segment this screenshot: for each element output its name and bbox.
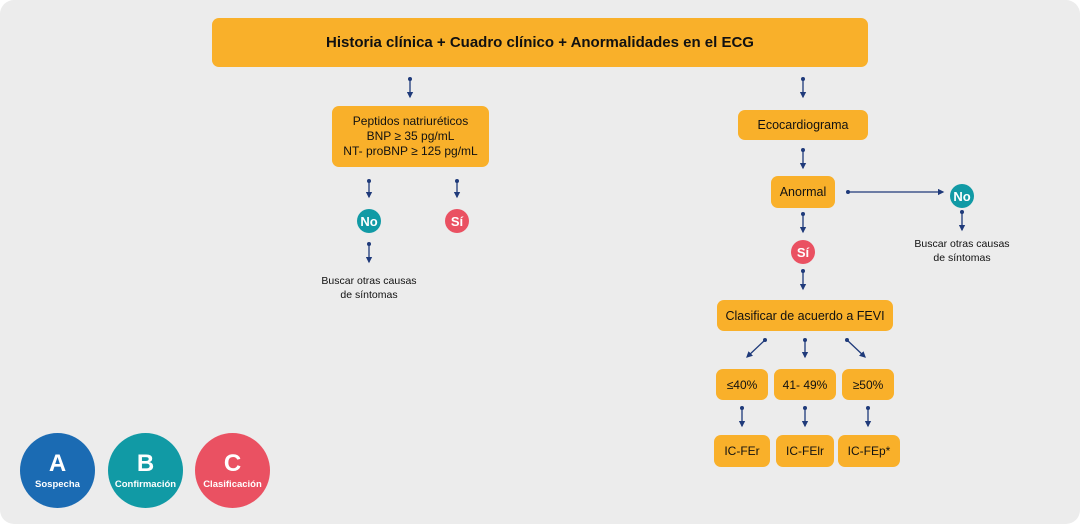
- type-box-3: IC-FEp*: [838, 435, 900, 467]
- legend-c-word: Clasificación: [203, 478, 262, 490]
- type-box-1: IC-FEr: [714, 435, 770, 467]
- arrow-right-no-to-note: [958, 210, 966, 232]
- arrow-classify-to-fevi-3: [845, 338, 866, 358]
- peptides-line-3: NT- proBNP ≥ 125 pg/mL: [343, 144, 478, 158]
- arrow-fevi-to-type-3: [864, 406, 872, 428]
- classify-box: Clasificar de acuerdo a FEVI: [717, 300, 893, 331]
- arrow-classify-to-fevi-1: [746, 338, 767, 358]
- fevi-box-1: ≤40%: [716, 369, 768, 400]
- arrow-abnormal-to-no: [846, 188, 945, 196]
- top-box: Historia clínica + Cuadro clínico + Anor…: [212, 18, 868, 67]
- peptides-line-1: Peptidos natriuréticos: [352, 114, 469, 128]
- legend-b: B Confirmación: [108, 433, 183, 508]
- left-si-circle: Sí: [445, 209, 469, 233]
- arrow-left-no-to-note: [365, 242, 373, 264]
- right-no-circle: No: [950, 184, 974, 208]
- arrow-peptides-to-no: [365, 179, 373, 199]
- legend-c: C Clasificación: [195, 433, 270, 508]
- arrow-top-to-echo: [799, 77, 807, 99]
- left-no-circle: No: [357, 209, 381, 233]
- fevi-box-3: ≥50%: [842, 369, 894, 400]
- arrow-fevi-to-type-2: [801, 406, 809, 428]
- peptides-box: Peptidos natriuréticos BNP ≥ 35 pg/mL NT…: [332, 106, 489, 167]
- arrow-fevi-to-type-1: [738, 406, 746, 428]
- arrow-si-to-classify: [799, 269, 807, 291]
- legend-b-letter: B: [136, 449, 155, 477]
- type-box-2: IC-FElr: [776, 435, 834, 467]
- right-note: Buscar otras causas de síntomas: [914, 238, 1010, 264]
- echo-box: Ecocardiograma: [738, 110, 868, 140]
- legend-c-letter: C: [223, 449, 242, 477]
- peptides-line-2: BNP ≥ 35 pg/mL: [366, 129, 455, 143]
- arrow-top-to-peptides: [406, 77, 414, 99]
- fevi-box-2: 41- 49%: [774, 369, 836, 400]
- legend-a: A Sospecha: [20, 433, 95, 508]
- arrow-peptides-to-si: [453, 179, 461, 199]
- legend-b-word: Confirmación: [114, 478, 177, 490]
- legend-a-word: Sospecha: [35, 478, 80, 490]
- arrow-echo-to-abnormal: [799, 148, 807, 170]
- legend-a-letter: A: [48, 449, 67, 477]
- arrow-abnormal-to-si: [799, 212, 807, 234]
- right-si-circle: Sí: [791, 240, 815, 264]
- arrow-classify-to-fevi-2: [801, 338, 809, 359]
- abnormal-box: Anormal: [771, 176, 835, 208]
- left-note: Buscar otras causas de síntomas: [321, 275, 417, 301]
